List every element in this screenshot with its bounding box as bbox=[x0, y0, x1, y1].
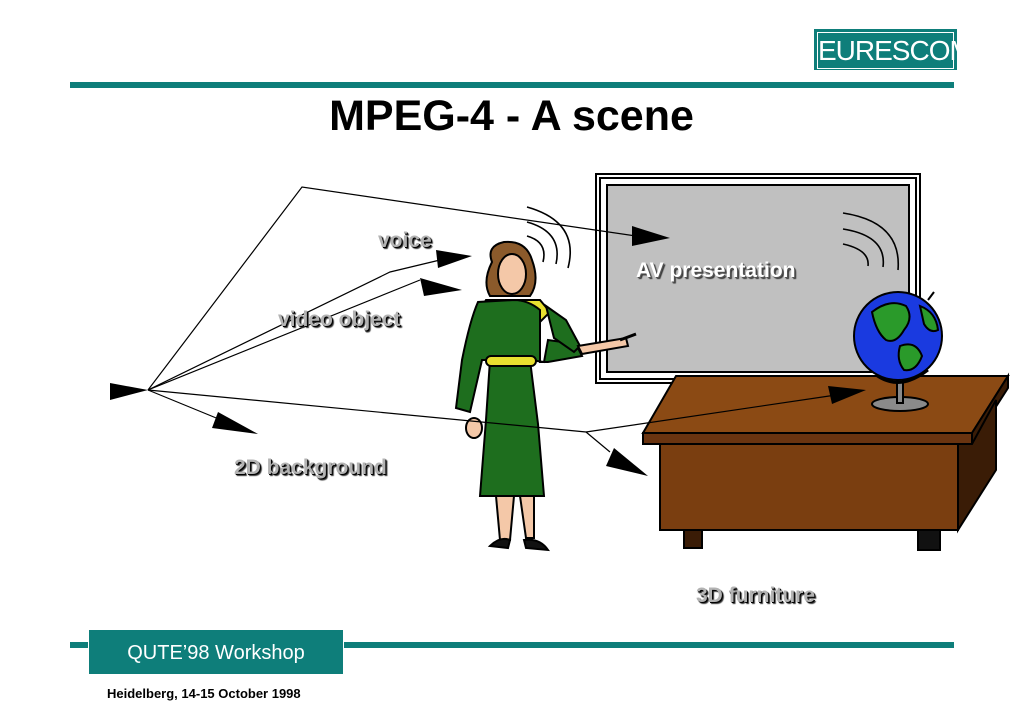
furniture-3d-arrowhead bbox=[606, 448, 648, 476]
connector-lines bbox=[147, 186, 837, 453]
globe-arrowhead bbox=[828, 386, 866, 404]
eurescom-logo: EURESCOM bbox=[814, 29, 973, 70]
bottom-divider bbox=[70, 642, 954, 648]
source-arrowhead bbox=[110, 383, 148, 400]
globe-icon bbox=[853, 291, 943, 412]
presenter-figure bbox=[454, 240, 637, 552]
top-divider bbox=[70, 82, 954, 88]
page-title: MPEG-4 - A scene bbox=[329, 92, 694, 140]
workshop-badge: QUTE’98 Workshop bbox=[88, 629, 344, 675]
av-presentation-arrowhead bbox=[632, 226, 670, 246]
arrowheads bbox=[110, 226, 866, 476]
voice-arrowhead bbox=[436, 250, 472, 268]
background-2d-arrowhead bbox=[212, 412, 258, 434]
furniture-3d-label: 3D furniture bbox=[696, 584, 816, 607]
av-presentation-label: AV presentation bbox=[636, 259, 796, 282]
video-object-arrowhead bbox=[420, 278, 462, 296]
footer-location-date: Heidelberg, 14-15 October 1998 bbox=[107, 686, 301, 701]
video-object-label: video object bbox=[278, 308, 401, 331]
desk bbox=[641, 372, 1010, 551]
voice-label: voice bbox=[378, 229, 432, 252]
background-2d-label: 2D background bbox=[234, 456, 387, 479]
sound-waves-icon bbox=[526, 206, 899, 271]
